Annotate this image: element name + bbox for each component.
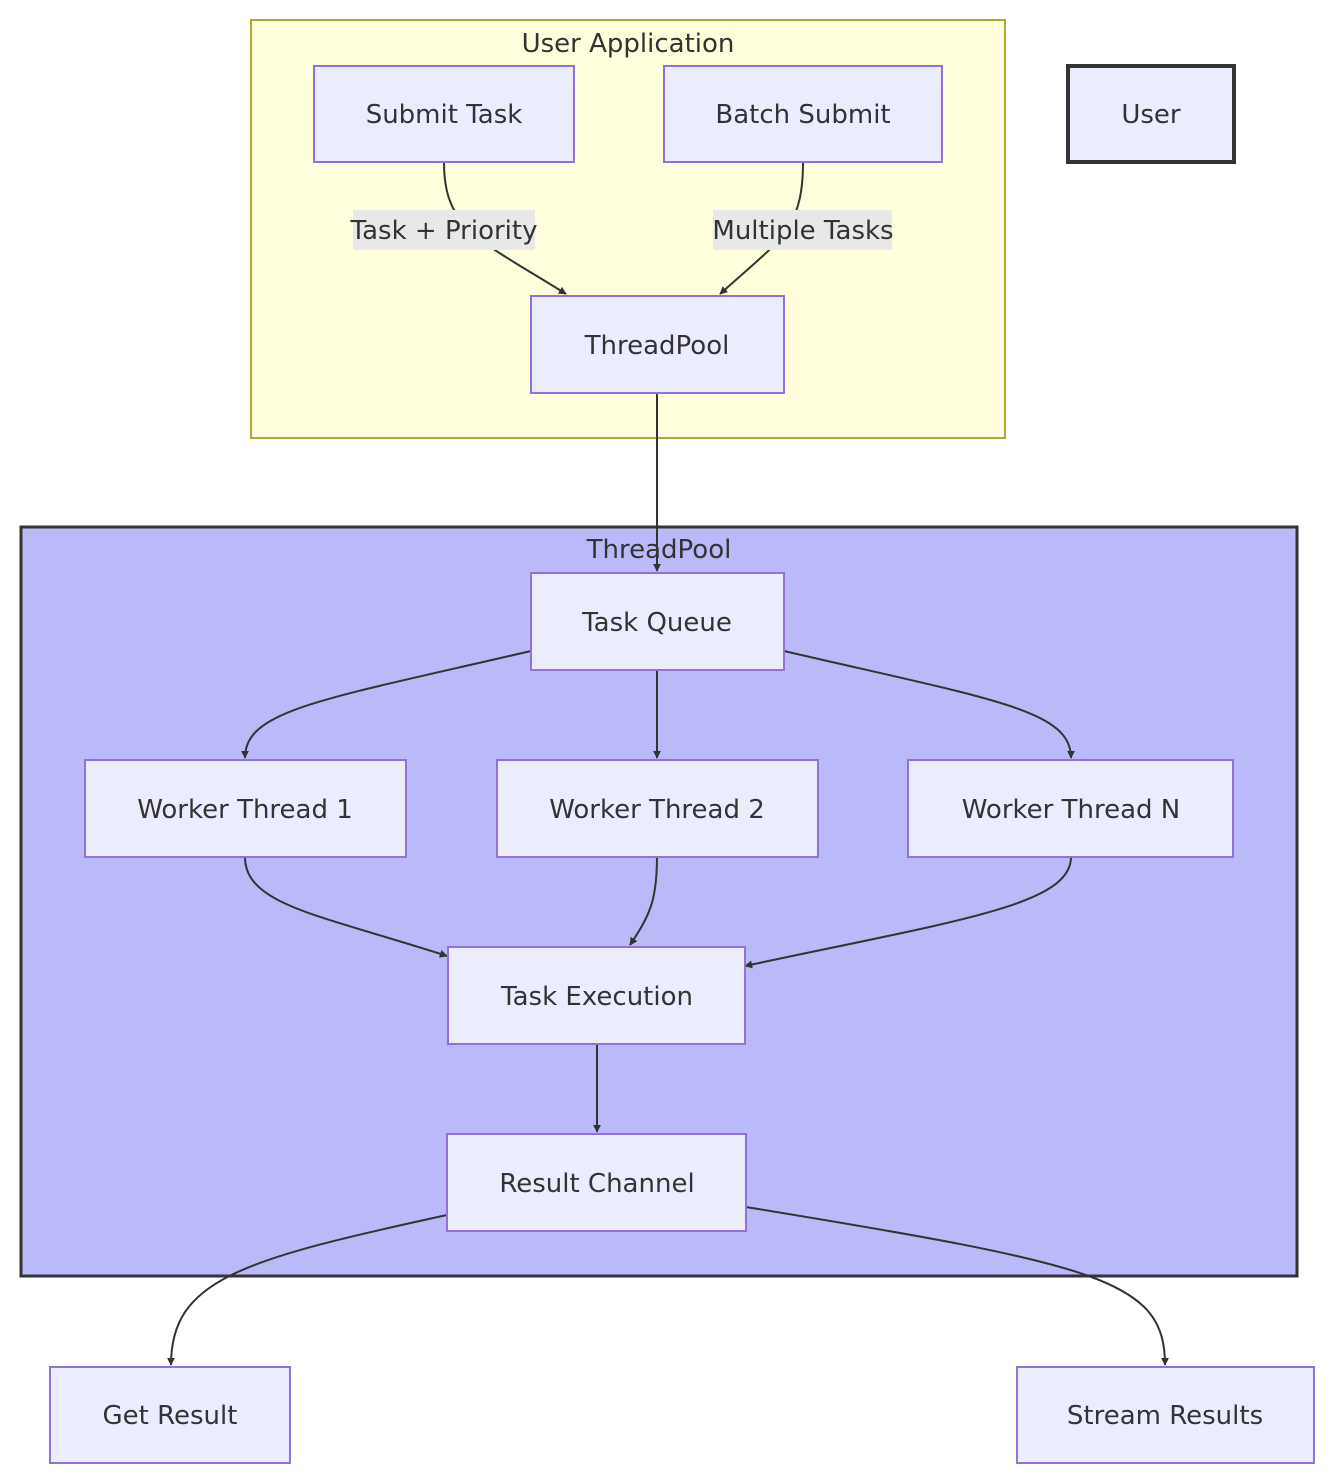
edge-label-task-priority: Task + Priority — [350, 210, 538, 250]
edge-worker1-to-task-execution — [244, 856, 448, 958]
node-worker-thread-2-label: Worker Thread 2 — [549, 795, 765, 825]
node-task-execution-label: Task Execution — [500, 982, 693, 1012]
node-task-queue-label: Task Queue — [581, 608, 732, 638]
node-task-execution[interactable]: Task Execution — [447, 946, 746, 1045]
node-worker-thread-2[interactable]: Worker Thread 2 — [496, 759, 819, 858]
node-batch-submit[interactable]: Batch Submit — [663, 65, 943, 163]
node-user[interactable]: User — [1066, 64, 1236, 164]
node-task-queue[interactable]: Task Queue — [530, 572, 785, 671]
cluster-threadpool-title: ThreadPool — [586, 535, 732, 565]
edge-result-channel-to-stream-results — [745, 1206, 1169, 1366]
node-get-result[interactable]: Get Result — [49, 1366, 291, 1464]
edge-label-multiple-tasks-text: Multiple Tasks — [712, 216, 893, 246]
edge-task-queue-to-worker1 — [241, 650, 532, 759]
edge-result-channel-to-get-result — [167, 1214, 448, 1366]
edge-worker2-to-task-execution — [629, 856, 658, 946]
node-get-result-label: Get Result — [103, 1401, 238, 1431]
node-worker-thread-1-label: Worker Thread 1 — [137, 795, 353, 825]
cluster-user-application-title: User Application — [522, 29, 735, 59]
node-submit-task-label: Submit Task — [366, 100, 523, 130]
node-stream-results-label: Stream Results — [1067, 1401, 1263, 1431]
node-result-channel-label: Result Channel — [499, 1169, 694, 1199]
edge-task-queue-to-workerN — [783, 650, 1075, 759]
node-stream-results[interactable]: Stream Results — [1016, 1366, 1315, 1464]
node-worker-thread-n-label: Worker Thread N — [962, 795, 1181, 825]
node-batch-submit-label: Batch Submit — [715, 100, 890, 130]
edge-label-multiple-tasks: Multiple Tasks — [712, 210, 894, 250]
node-user-label: User — [1121, 100, 1181, 130]
node-worker-thread-1[interactable]: Worker Thread 1 — [84, 759, 407, 858]
node-result-channel[interactable]: Result Channel — [446, 1133, 747, 1232]
node-threadpool-label: ThreadPool — [584, 331, 730, 361]
edge-label-task-priority-text: Task + Priority — [350, 216, 538, 246]
node-threadpool[interactable]: ThreadPool — [530, 295, 785, 394]
node-worker-thread-n[interactable]: Worker Thread N — [907, 759, 1234, 858]
edge-workerN-to-task-execution — [744, 856, 1072, 969]
node-submit-task[interactable]: Submit Task — [313, 65, 575, 163]
